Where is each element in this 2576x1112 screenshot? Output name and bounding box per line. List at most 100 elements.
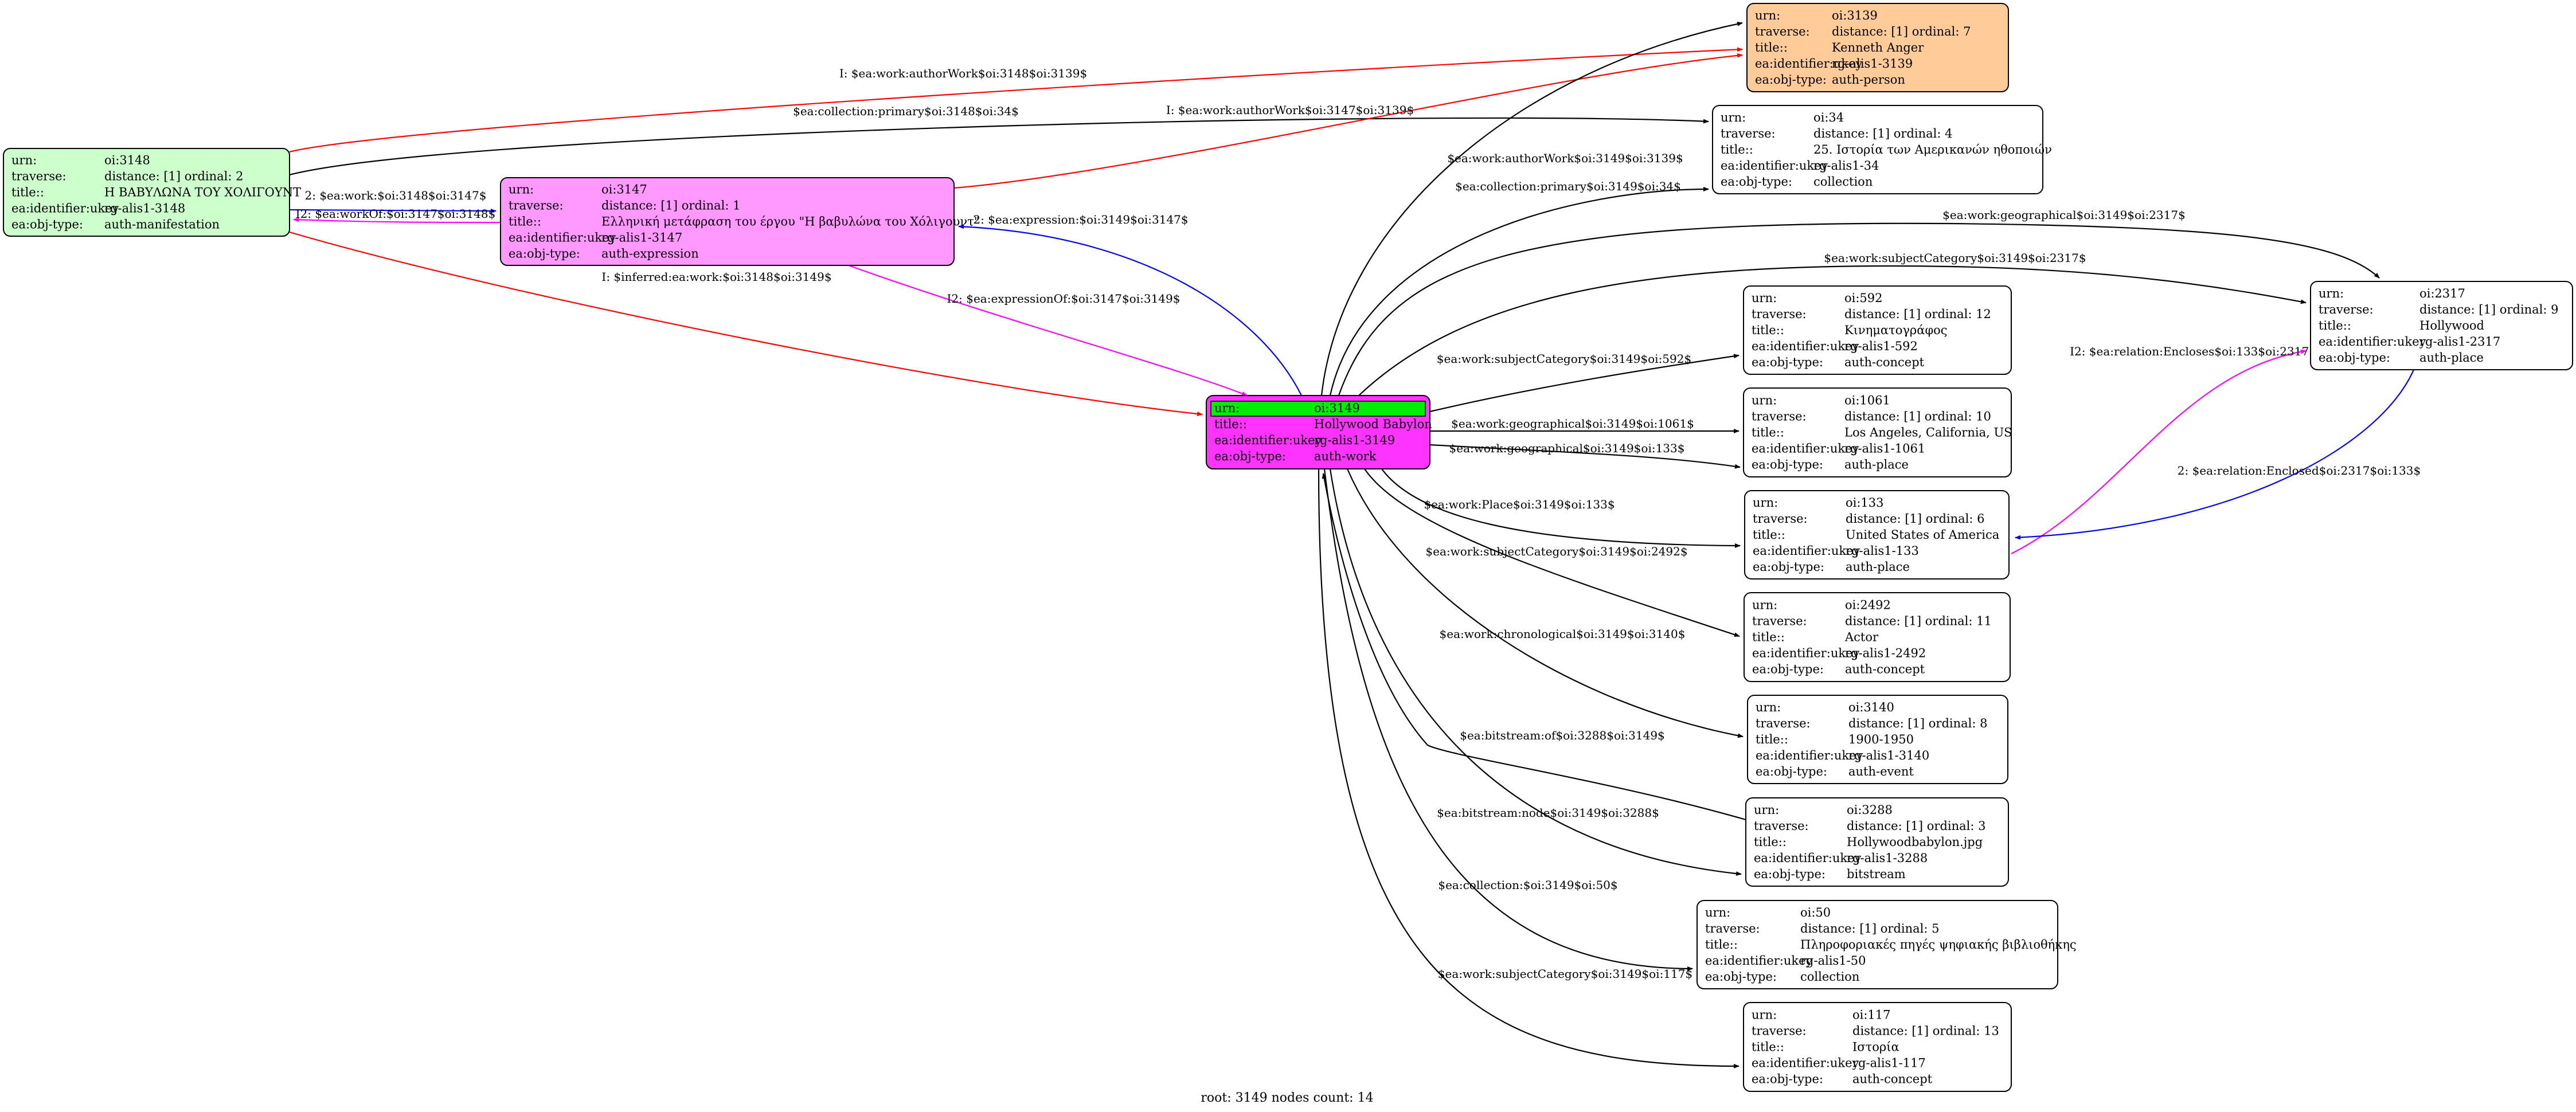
node-field-key: ea:identifier:ukey — [1752, 647, 1860, 660]
node-field-value: oi:34 — [1813, 111, 1844, 124]
node-field-value: rg-alis1-1061 — [1844, 442, 1925, 456]
node-box — [3, 148, 290, 237]
node-field-value: oi:1061 — [1844, 394, 1890, 408]
edge-line — [1320, 21, 1743, 396]
node-field-value: oi:117 — [1852, 1008, 1891, 1022]
node-field-key: title:: — [1752, 1040, 1784, 1054]
edge-line — [1358, 265, 2307, 396]
edge-label: $ea:bitstream:node$oi:3149$oi:3288$ — [1437, 806, 1659, 820]
node-field-key: traverse: — [11, 170, 67, 183]
node-field-key: traverse: — [1752, 1024, 1807, 1038]
node-field-key: urn: — [1753, 496, 1778, 510]
edge-line — [293, 217, 501, 224]
node-field-key: urn: — [11, 154, 37, 167]
node-field-value: rg-alis1-34 — [1813, 159, 1879, 173]
node-field-key: ea:identifier:ukey — [1214, 433, 1322, 447]
node-field-key: traverse: — [1752, 614, 1807, 628]
node-field-value: 25. Ιστορία των Αμερικανών ηθοποιών — [1813, 143, 2052, 156]
edge-line — [1346, 468, 1744, 738]
node-field-key: ea:obj-type: — [11, 218, 83, 232]
node-field-value: Ελληνική μετάφραση του έργου "Η βαβυλώνα… — [601, 215, 979, 229]
node-field-value: rg-alis1-3148 — [104, 202, 185, 216]
edge-line — [289, 231, 1203, 417]
node-field-key: ea:identifier:ukey — [2319, 335, 2426, 349]
node-field-key: ea:obj-type: — [1755, 73, 1827, 87]
node-field-key: title:: — [509, 215, 541, 229]
edge-label: $ea:bitstream:of$oi:3288$oi:3149$ — [1460, 729, 1665, 742]
edge-ea-work-subjectcategory-oi-3149-oi-592: $ea:work:subjectCategory$oi:3149$oi:592$ — [1429, 352, 1740, 413]
node-field-key: title:: — [1752, 323, 1784, 337]
node-field-key: ea:obj-type: — [1705, 970, 1777, 984]
edge-line — [289, 117, 1709, 176]
node-field-key: urn: — [1756, 700, 1781, 714]
node-field-value: distance: [1] ordinal: 5 — [1800, 922, 1940, 935]
node-field-key: traverse: — [2319, 303, 2374, 316]
node-field-key: traverse: — [1752, 307, 1807, 321]
node-field-value: Κινηματογράφος — [1844, 323, 1948, 337]
node-field-value: auth-work — [1314, 449, 1377, 463]
node-field-key: title:: — [1752, 426, 1784, 440]
node-field-key: title:: — [2319, 319, 2351, 332]
edge-label: 2: $ea:relation:Enclosed$oi:2317$oi:133$ — [2178, 464, 2421, 477]
edge-label: $ea:work:subjectCategory$oi:3149$oi:592$ — [1437, 352, 1691, 366]
edge-label: 2: $ea:work:$oi:3148$oi:3147$ — [305, 189, 487, 202]
node-field-value: oi:3149 — [1314, 401, 1360, 415]
node-field-key: title:: — [1753, 528, 1785, 542]
node-field-value: 1900-1950 — [1848, 733, 1914, 746]
node-field-key: urn: — [1214, 401, 1240, 415]
edge-label: $ea:work:geographical$oi:3149$oi:1061$ — [1451, 417, 1694, 430]
node-box — [1743, 387, 2012, 477]
node-field-value: distance: [1] ordinal: 3 — [1847, 819, 1986, 833]
edge-i2-ea-relation-encloses-oi-133-oi-2317: I2: $ea:relation:Encloses$oi:133$oi:2317… — [2011, 344, 2316, 554]
edge-2-ea-work-oi-3148-oi-3147: 2: $ea:work:$oi:3148$oi:3147$ — [289, 189, 497, 213]
node-field-value: rg-alis1-3147 — [601, 231, 682, 245]
edge-line — [1329, 468, 1742, 876]
edge-i-ea-work-authorwork-oi-3148-oi-3139: I: $ea:work:authorWork$oi:3148$oi:3139$ — [289, 47, 1743, 153]
node-field-value: auth-concept — [1852, 1072, 1933, 1086]
edge-label: I2: $ea:expressionOf:$oi:3147$oi:3149$ — [947, 292, 1180, 306]
node-field-value: auth-person — [1832, 73, 1905, 87]
node-box — [1747, 695, 2008, 784]
node-field-key: urn: — [2319, 287, 2344, 300]
node-field-value: distance: [1] ordinal: 7 — [1832, 25, 1971, 38]
node-field-value: auth-place — [1846, 560, 1910, 574]
edge-ea-collection-oi-3149-oi-50: $ea:collection:$oi:3149$oi:50$ — [1323, 468, 1693, 971]
node-field-value: oi:50 — [1800, 906, 1831, 919]
node-field-key: title:: — [1755, 41, 1788, 54]
edge-label: I: $inferred:ea:work:$oi:3148$oi:3149$ — [601, 270, 831, 284]
node-field-key: traverse: — [1753, 512, 1808, 526]
node-field-key: traverse: — [1755, 25, 1810, 38]
node-field-value: distance: [1] ordinal: 4 — [1813, 127, 1953, 140]
node-field-key: ea:obj-type: — [1752, 663, 1824, 676]
node-field-value: rg-alis1-117 — [1852, 1056, 1926, 1070]
edges-layer: I: $ea:work:authorWork$oi:3148$oi:3139$$… — [289, 21, 2421, 1068]
node-field-value: United States of America — [1846, 528, 1999, 542]
node-field-value: rg-alis1-2317 — [2419, 335, 2500, 349]
node-field-value: rg-alis1-133 — [1846, 544, 1919, 558]
node-field-value: auth-concept — [1845, 663, 1925, 676]
node-field-key: urn: — [1755, 9, 1780, 22]
edge-label: $ea:work:subjectCategory$oi:3149$oi:2492… — [1425, 545, 1687, 558]
edge-ea-work-subjectcategory-oi-3149-oi-2492: $ea:work:subjectCategory$oi:3149$oi:2492… — [1364, 468, 1740, 637]
node-field-key: urn: — [1754, 803, 1779, 817]
edge-line — [1364, 468, 1740, 637]
node-field-value: oi:2317 — [2419, 287, 2465, 300]
node-box — [1744, 490, 2010, 580]
node-field-key: traverse: — [1705, 922, 1760, 935]
edge-ea-work-authorwork-oi-3149-oi-3139: $ea:work:authorWork$oi:3149$oi:3139$ — [1320, 21, 1743, 396]
